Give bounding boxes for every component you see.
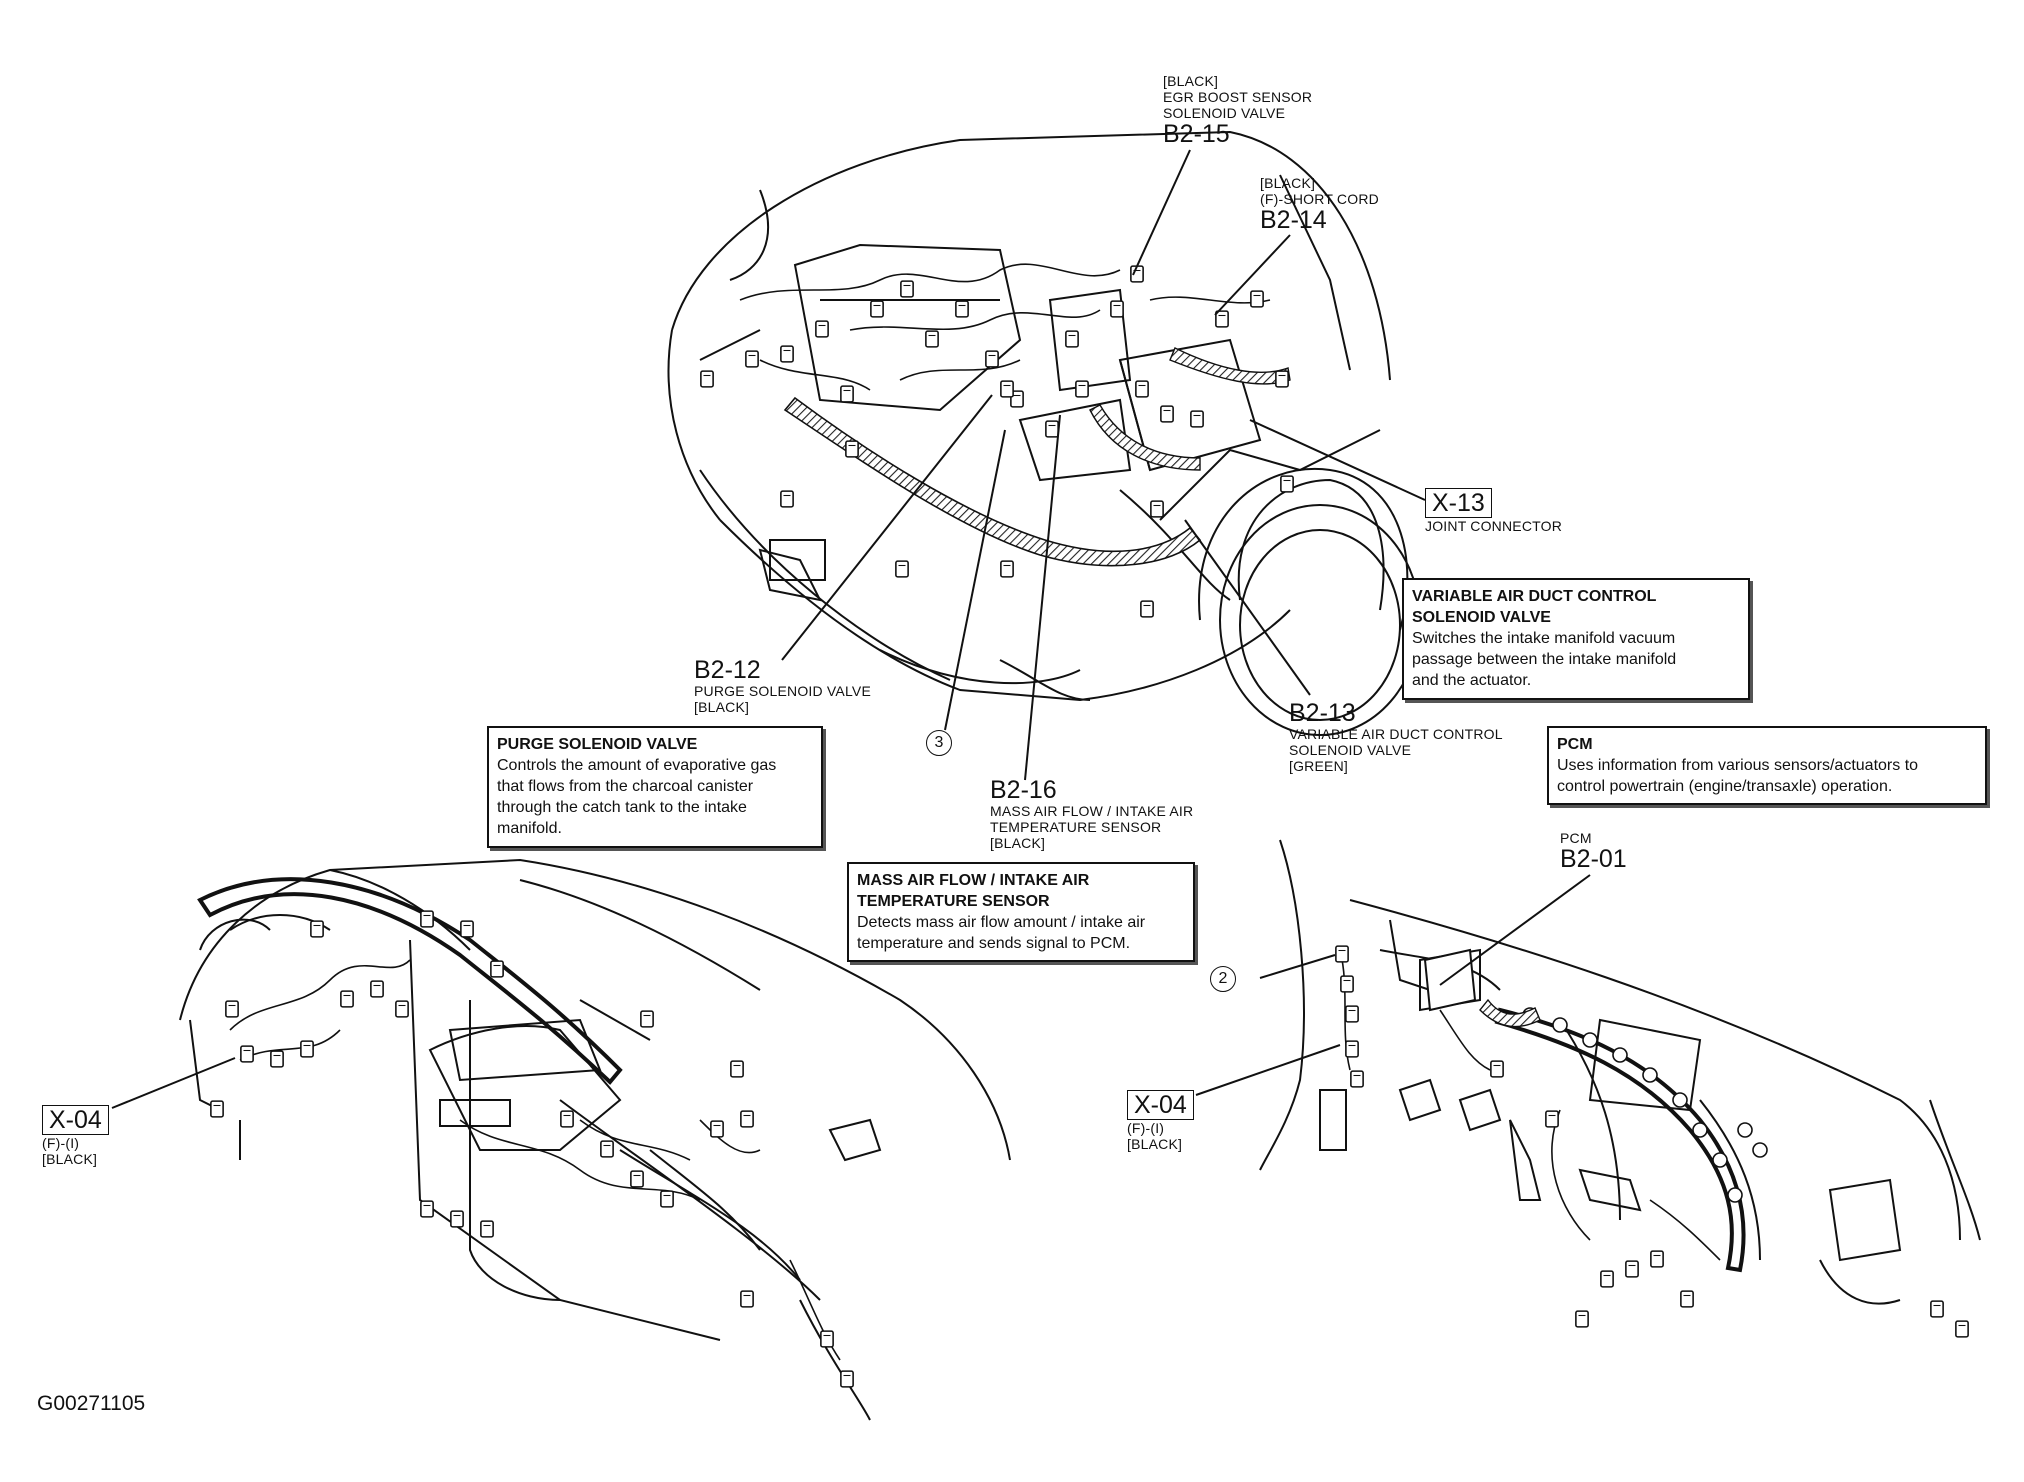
x-04-left-code: X-04	[42, 1105, 109, 1136]
b2-15-desc-line1: EGR BOOST SENSOR	[1163, 89, 1313, 106]
b2-16-code: B2-16	[990, 776, 1057, 804]
b2-16-desc-line1: MASS AIR FLOW / INTAKE AIR	[990, 803, 1194, 820]
b2-12-desc: PURGE SOLENOID VALVE	[694, 683, 871, 700]
b2-13-code: B2-13	[1289, 699, 1356, 727]
leader-lines-engine	[781, 149, 1426, 781]
b2-15-code: B2-15	[1163, 120, 1230, 149]
callout-variable-air-duct-control: VARIABLE AIR DUCT CONTROL SOLENOID VALVE…	[1402, 578, 1750, 700]
vad-callout-title-2: SOLENOID VALVE	[1412, 609, 1551, 627]
harness-hatched-2	[1169, 347, 1291, 385]
b2-12-code: B2-12	[694, 656, 761, 684]
label-b2-12: B2-12 PURGE SOLENOID VALVE [BLACK]	[694, 656, 871, 716]
pcm-callout-line-2: control powertrain (engine/transaxle) op…	[1557, 778, 1893, 796]
engine-wiring	[739, 263, 1271, 391]
x-13-desc: JOINT CONNECTOR	[1425, 518, 1563, 535]
b2-14-code: B2-14	[1260, 206, 1327, 235]
label-b2-14: [BLACK] (F)-SHORT CORD B2-14	[1260, 175, 1379, 233]
pcm-module	[1423, 948, 1477, 1012]
engine-connectors	[700, 265, 1294, 618]
label-b2-16: B2-16 MASS AIR FLOW / INTAKE AIR TEMPERA…	[990, 777, 1193, 852]
purge-callout-line-3: through the catch tank to the intake	[497, 799, 747, 817]
dash-harness-right	[1494, 1007, 1746, 1273]
b2-13-desc-line2: SOLENOID VALVE	[1289, 742, 1412, 759]
b2-13-desc-line1: VARIABLE AIR DUCT CONTROL	[1289, 726, 1503, 743]
maf-callout-title-1: MASS AIR FLOW / INTAKE AIR	[857, 872, 1090, 889]
vad-callout-line-2: passage between the intake manifold	[1412, 651, 1677, 669]
b2-15-tag: [BLACK]	[1163, 73, 1219, 89]
label-b2-15: [BLACK] EGR BOOST SENSOR SOLENOID VALVE …	[1163, 73, 1312, 148]
b2-01-desc: PCM	[1560, 830, 1592, 846]
label-x-13: X-13 JOINT CONNECTOR	[1425, 488, 1562, 534]
x-04-right-code: X-04	[1127, 1090, 1194, 1121]
dash-right-clips	[1522, 1007, 1768, 1203]
dashboard-right-view	[1259, 839, 1981, 1305]
label-x-04-right: X-04 (F)-(I) [BLACK]	[1127, 1090, 1194, 1152]
label-b2-01: PCM B2-01	[1560, 830, 1627, 872]
maf-callout-line-1: Detects mass air flow amount / intake ai…	[857, 914, 1146, 932]
circle-callout-2: 2	[1210, 966, 1236, 992]
purge-callout-line-2: that flows from the charcoal canister	[497, 778, 754, 796]
purge-callout-line-4: manifold.	[497, 820, 562, 838]
label-b2-13: B2-13 VARIABLE AIR DUCT CONTROL SOLENOID…	[1289, 700, 1503, 775]
callout-purge-solenoid-valve: PURGE SOLENOID VALVE Controls the amount…	[487, 726, 823, 848]
maf-callout-title-2: TEMPERATURE SENSOR	[857, 893, 1050, 911]
purge-callout-title: PURGE SOLENOID VALVE	[497, 736, 698, 753]
b2-12-tag: [BLACK]	[694, 699, 750, 716]
callout-pcm: PCM Uses information from various sensor…	[1547, 726, 1987, 806]
b2-14-desc: (F)-SHORT CORD	[1260, 191, 1379, 208]
b2-16-tag: [BLACK]	[990, 835, 1046, 852]
pcm-callout-line-1: Uses information from various sensors/ac…	[1557, 757, 1919, 775]
engine-compartment-view	[667, 130, 1421, 736]
vad-callout-title-1: VARIABLE AIR DUCT CONTROL	[1412, 588, 1657, 605]
b2-01-code: B2-01	[1560, 845, 1627, 874]
b2-15-desc-line2: SOLENOID VALVE	[1163, 105, 1286, 122]
x-04-left-tag: [BLACK]	[42, 1151, 98, 1168]
b2-14-tag: [BLACK]	[1260, 175, 1316, 191]
pcm-harness-hatched	[1479, 998, 1541, 1028]
circle-callout-3: 3	[926, 730, 952, 756]
x-04-right-desc: (F)-(I)	[1127, 1120, 1165, 1137]
maf-callout-line-2: temperature and sends signal to PCM.	[857, 935, 1131, 953]
b2-16-desc-line2: TEMPERATURE SENSOR	[990, 819, 1162, 836]
b2-13-tag: [GREEN]	[1289, 758, 1348, 775]
x-04-right-tag: [BLACK]	[1127, 1136, 1183, 1153]
label-x-04-left: X-04 (F)-(I) [BLACK]	[42, 1105, 109, 1167]
leader-line-x04-left	[111, 1057, 236, 1109]
x-04-left-desc: (F)-(I)	[42, 1135, 80, 1152]
leader-lines-dash-right	[1195, 874, 1591, 1096]
dashboard-left-view	[179, 858, 1011, 1421]
harness-hatched-3	[1089, 404, 1201, 471]
pcm-callout-title: PCM	[1557, 736, 1593, 753]
x-13-code: X-13	[1425, 488, 1492, 519]
purge-callout-line-1: Controls the amount of evaporative gas	[497, 757, 777, 775]
vad-callout-line-1: Switches the intake manifold vacuum	[1412, 630, 1676, 648]
dash-harness-left	[197, 877, 623, 1085]
vad-callout-line-3: and the actuator.	[1412, 672, 1532, 690]
figure-id: G00271105	[37, 1392, 146, 1415]
callout-mass-air-flow-sensor: MASS AIR FLOW / INTAKE AIR TEMPERATURE S…	[847, 862, 1195, 963]
